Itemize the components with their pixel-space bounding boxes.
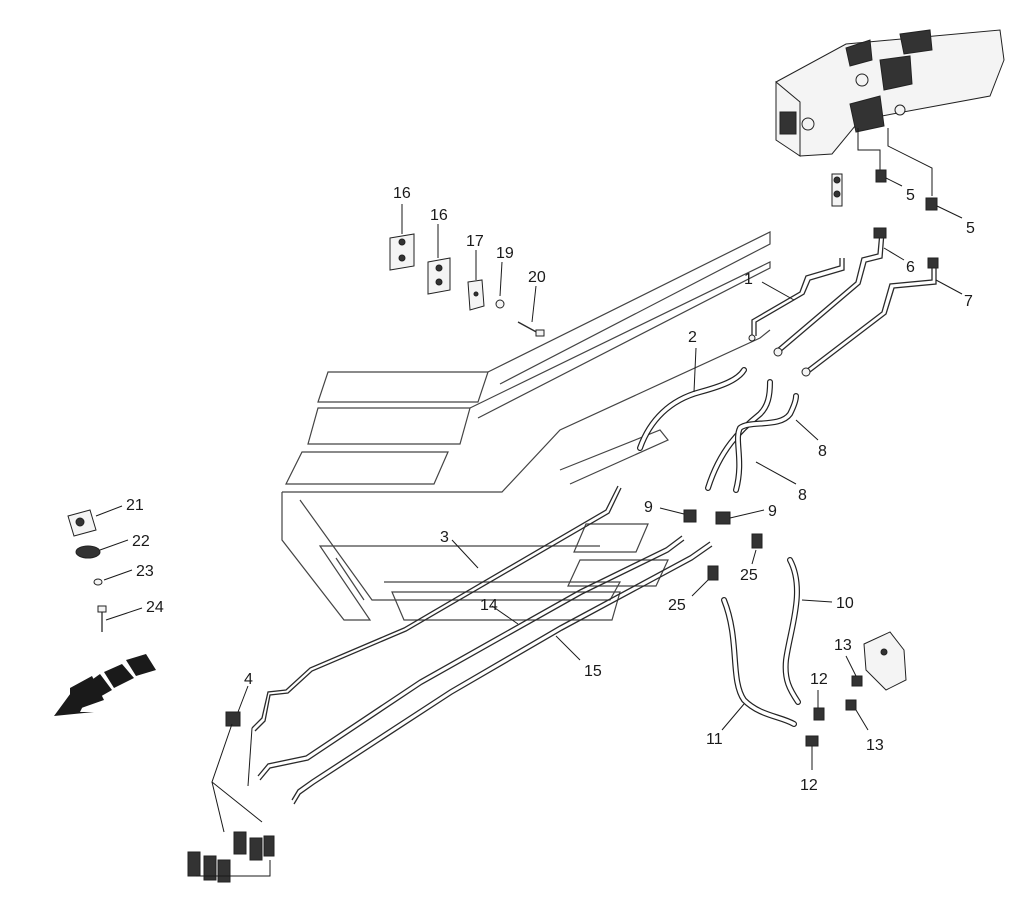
fitting-5a — [875, 169, 887, 183]
hose-8a — [705, 379, 773, 491]
callout-6: 6 — [906, 259, 915, 276]
fitting-9a — [683, 509, 697, 523]
callout-7: 7 — [964, 293, 973, 310]
callout-2: 2 — [688, 329, 697, 346]
fitting-13b — [845, 699, 857, 711]
fitting-9b — [715, 511, 731, 525]
callout-24: 24 — [146, 599, 164, 616]
callout-16a: 16 — [393, 185, 411, 202]
clamp-plate-17 — [467, 279, 485, 311]
callout-23: 23 — [136, 563, 154, 580]
small-valve-block — [863, 631, 907, 691]
bolt-24 — [97, 605, 107, 632]
callout-9a: 9 — [644, 499, 653, 516]
pipe-15 — [291, 541, 713, 805]
fitting-25b — [707, 565, 719, 581]
washer-23 — [93, 578, 103, 586]
callout-16b: 16 — [430, 207, 448, 224]
callout-22: 22 — [132, 533, 150, 550]
callout-13b: 13 — [866, 737, 884, 754]
callout-5a: 5 — [906, 187, 915, 204]
clamp-block-16b — [427, 257, 451, 295]
callout-labels: 5 5 16 16 17 19 20 1 6 7 2 8 8 9 9 21 22… — [126, 185, 975, 794]
pipe-14 — [257, 535, 685, 781]
callout-12a: 12 — [810, 671, 828, 688]
fitting-4 — [225, 711, 241, 727]
callout-13a: 13 — [834, 637, 852, 654]
callout-21: 21 — [126, 497, 144, 514]
pipe-3 — [251, 485, 622, 732]
callout-3: 3 — [440, 529, 449, 546]
machine-outline — [281, 231, 771, 621]
washer-19 — [495, 299, 505, 309]
callout-25a: 25 — [740, 567, 758, 584]
callout-15: 15 — [584, 663, 602, 680]
bolt-20 — [517, 321, 545, 337]
callout-19: 19 — [496, 245, 514, 262]
quick-coupler-bank — [187, 831, 275, 883]
pipe-6 — [773, 227, 887, 357]
callout-14: 14 — [480, 597, 498, 614]
callout-8a: 8 — [818, 443, 827, 460]
callout-20: 20 — [528, 269, 546, 286]
callout-10: 10 — [836, 595, 854, 612]
fitting-5b — [925, 197, 938, 211]
control-valve-block — [775, 29, 1005, 207]
callout-9b: 9 — [768, 503, 777, 520]
hose-11 — [721, 597, 797, 727]
fitting-12a — [813, 707, 825, 721]
callout-12b: 12 — [800, 777, 818, 794]
clamp-21 — [67, 509, 97, 537]
callout-1: 1 — [744, 271, 753, 288]
callout-25b: 25 — [668, 597, 686, 614]
fitting-25a — [751, 533, 763, 549]
hose-10 — [782, 557, 801, 705]
callout-5b: 5 — [966, 220, 975, 237]
callout-11: 11 — [706, 731, 723, 748]
callout-17: 17 — [466, 233, 484, 250]
pipe-7 — [801, 257, 939, 377]
callout-8b: 8 — [798, 487, 807, 504]
pipe-1 — [748, 258, 845, 342]
front-direction-arrow — [54, 654, 156, 716]
fitting-12b — [805, 735, 819, 747]
callout-4: 4 — [244, 671, 253, 688]
hose-8b — [733, 393, 799, 493]
plate-22 — [75, 545, 101, 559]
clamp-block-16a — [389, 233, 415, 271]
hose-2 — [637, 367, 747, 451]
fitting-13a — [851, 675, 863, 687]
